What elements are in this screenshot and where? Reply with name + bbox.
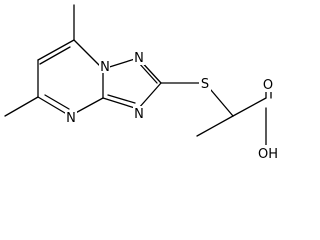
- bond: [137, 82, 162, 110]
- atom-label-hydroxyl: OH: [258, 147, 278, 161]
- bond: [44, 94, 70, 110]
- atom-label-n3: N: [134, 107, 144, 122]
- bond: [137, 61, 158, 84]
- bonds: [4, 4, 272, 151]
- atom-label-n2: N: [134, 51, 144, 66]
- bond: [196, 115, 234, 137]
- bond: [37, 96, 71, 117]
- bond: [102, 97, 139, 110]
- atom-label-carbonyl-o: O: [263, 78, 273, 93]
- bond: [39, 46, 71, 65]
- atom-label-s: S: [201, 77, 209, 92]
- atom-label-n1: N: [100, 60, 110, 75]
- bond: [4, 96, 39, 117]
- bond: [107, 94, 136, 104]
- atom-label-n4: N: [66, 111, 76, 126]
- bond: [37, 39, 75, 61]
- structural-formula: N N N N S O OH: [4, 4, 280, 161]
- bond: [73, 39, 104, 70]
- bond: [232, 97, 267, 117]
- atom-labels: N N N N S O OH: [65, 50, 280, 161]
